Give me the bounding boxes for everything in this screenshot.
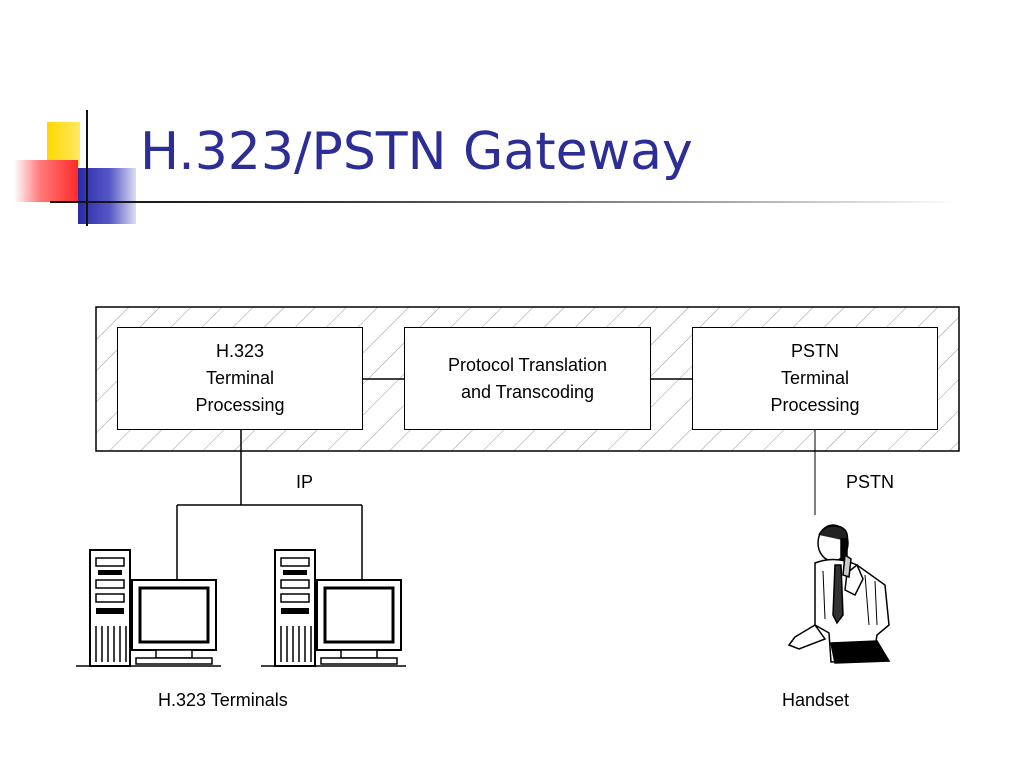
person-on-phone-icon <box>787 524 891 664</box>
decor-horizontal-line <box>50 201 960 203</box>
pstn-label: PSTN <box>846 472 895 492</box>
pstn-terminal-processing-box: PSTN Terminal Processing <box>692 327 938 430</box>
h323-box-line-1: H.323 <box>215 341 265 361</box>
pstn-box-line-1: PSTN <box>790 341 839 361</box>
h323-box-line-2: Terminal <box>205 368 274 388</box>
protocol-box-line-1: Protocol Translation <box>447 354 608 375</box>
h323-terminals-label: H.323 Terminals <box>158 690 288 710</box>
computer-terminal-icon <box>76 549 221 667</box>
protocol-box-line-2: and Transcoding <box>460 381 595 402</box>
handset-label: Handset <box>782 690 850 710</box>
decor-yellow-square <box>47 122 80 166</box>
ip-label: IP <box>296 472 314 492</box>
decor-vertical-line <box>86 110 88 226</box>
pstn-box-line-2: Terminal <box>780 368 849 388</box>
pstn-box-line-3: Processing <box>770 395 860 415</box>
h323-box-line-3: Processing <box>195 395 285 415</box>
protocol-translation-box: Protocol Translation and Transcoding <box>404 327 651 430</box>
decor-red-square <box>14 160 78 202</box>
slide-title: H.323/PSTN Gateway <box>140 122 693 182</box>
h323-terminal-processing-box: H.323 Terminal Processing <box>117 327 363 430</box>
computer-terminal-icon <box>261 549 406 667</box>
